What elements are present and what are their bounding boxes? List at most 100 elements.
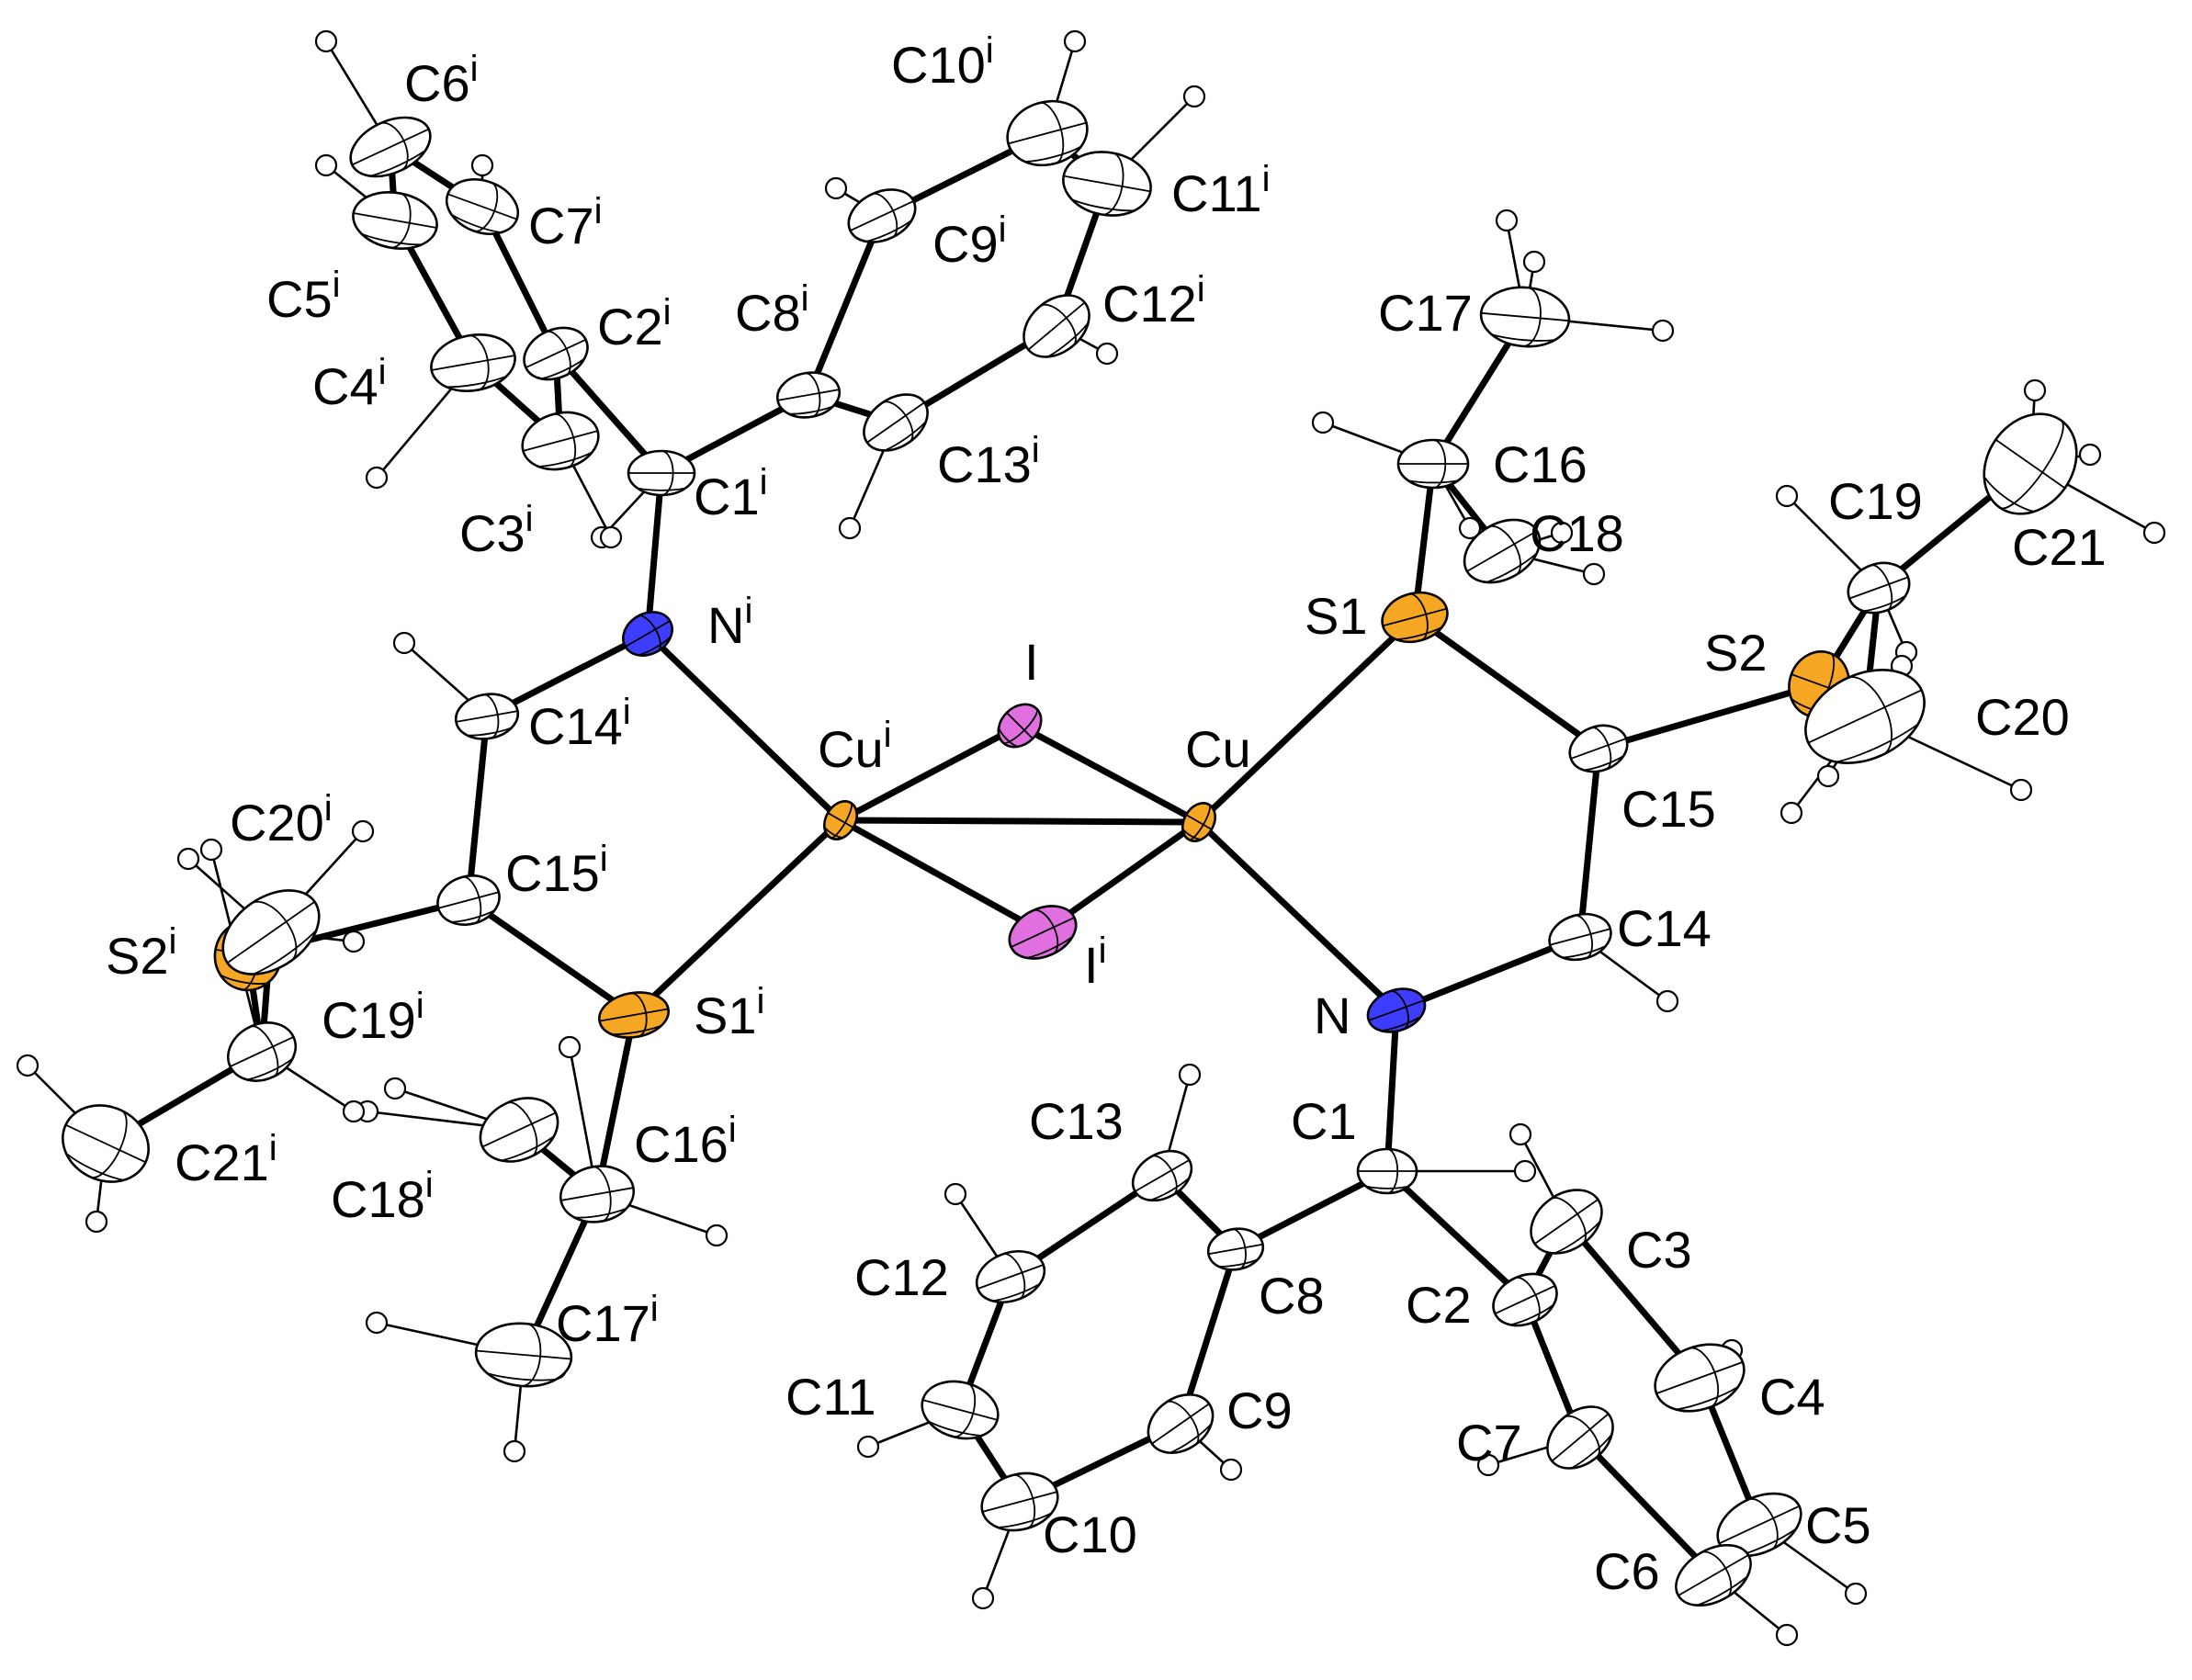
hydrogen-atom xyxy=(314,29,338,53)
principal-axis xyxy=(523,430,598,452)
principal-axis xyxy=(823,827,843,839)
hydrogen-atom xyxy=(971,1586,995,1610)
atom-C14i xyxy=(454,693,520,740)
hydrogen-atom xyxy=(365,1311,389,1335)
bond-S1-C15 xyxy=(1411,614,1602,752)
atom-label-C21: C21 xyxy=(2012,518,2107,576)
atom-C9 xyxy=(1147,1393,1215,1454)
atom-label-text: I xyxy=(1084,936,1099,994)
atom-C10 xyxy=(980,1471,1059,1532)
principal-axis xyxy=(1719,1505,1800,1545)
principal-axis xyxy=(993,1283,1040,1302)
atom-label-C4: C4 xyxy=(1759,1368,1825,1426)
atom-C13 xyxy=(1131,1149,1193,1202)
hydrogen-atom xyxy=(351,819,375,843)
hydrogen-atom xyxy=(392,631,416,655)
atom-label-C1i: C1i xyxy=(694,462,767,525)
principal-axis xyxy=(1570,738,1627,760)
atom-label-superscript: i xyxy=(623,692,631,732)
atom-label-superscript: i xyxy=(169,921,177,962)
atom-label-C8: C8 xyxy=(1259,1267,1325,1325)
principal-axis xyxy=(249,1025,279,1078)
atom-label-C10: C10 xyxy=(1043,1505,1137,1563)
atom-layer xyxy=(62,99,2078,1607)
hydrogen-atom xyxy=(365,466,389,490)
hydrogen-atom xyxy=(1495,209,1519,232)
hydrogen-atom xyxy=(85,1210,108,1234)
principal-axis xyxy=(541,358,585,380)
hydrogen-atom xyxy=(1775,1623,1799,1647)
principal-axis xyxy=(612,1025,661,1036)
atom-label-text: C10 xyxy=(1043,1505,1137,1563)
atom-label-C9: C9 xyxy=(1226,1381,1293,1439)
principal-axis xyxy=(1870,564,1893,612)
atom-label-text: C11 xyxy=(785,1368,876,1426)
bond-Cu-S1 xyxy=(1195,614,1418,826)
hydrogen-atom xyxy=(16,1054,40,1077)
atom-label-text: C4 xyxy=(312,357,379,415)
atom-C9i xyxy=(847,188,917,243)
hydrogen-atom xyxy=(824,176,848,200)
atom-label-superscript: i xyxy=(884,715,892,755)
atom-C20i xyxy=(221,889,321,975)
principal-axis xyxy=(1574,914,1593,960)
principal-axis xyxy=(789,405,833,415)
principal-axis xyxy=(462,875,482,924)
principal-axis xyxy=(1170,1424,1212,1454)
principal-axis xyxy=(1011,917,1075,948)
principal-axis xyxy=(220,975,267,985)
principal-axis xyxy=(1032,908,1059,955)
hydrogen-atom xyxy=(2078,443,2102,467)
atom-label-C6i: C6i xyxy=(404,49,478,112)
principal-axis xyxy=(1151,1403,1210,1445)
bond-Cui-Ni xyxy=(644,630,844,824)
principal-axis xyxy=(1534,1199,1599,1245)
atom-label-text: S2 xyxy=(1704,624,1768,682)
principal-axis xyxy=(998,727,1018,748)
principal-axis xyxy=(1551,1413,1610,1462)
atom-label-text: C12 xyxy=(854,1248,949,1306)
atom-label-C19: C19 xyxy=(1828,472,1923,530)
atom-label-superscript: i xyxy=(729,1110,737,1150)
hydrogen-atom xyxy=(314,153,338,177)
atom-label-C16: C16 xyxy=(1493,435,1588,493)
atom-label-text: C18 xyxy=(1530,504,1624,562)
hydrogen-atom xyxy=(1182,85,1206,108)
atom-label-superscript: i xyxy=(594,191,603,231)
atom-label-C13i: C13i xyxy=(937,430,1040,493)
principal-axis xyxy=(1697,1575,1748,1607)
atom-label-C3i: C3i xyxy=(459,499,533,562)
principal-axis xyxy=(1001,707,1038,744)
atom-label-Ni: Ni xyxy=(707,591,752,654)
atom-label-C18i: C18i xyxy=(331,1165,434,1228)
principal-axis xyxy=(922,1399,998,1421)
principal-axis xyxy=(1584,755,1624,772)
atom-C11i xyxy=(1062,151,1152,217)
atom-C7 xyxy=(1546,1405,1614,1470)
principal-axis xyxy=(351,128,430,166)
atom-label-N: N xyxy=(1314,987,1350,1044)
atom-C6 xyxy=(1675,1543,1752,1607)
atom-C17 xyxy=(1479,286,1571,348)
atom-label-text: C21 xyxy=(2012,518,2107,576)
atom-label-C6: C6 xyxy=(1594,1542,1660,1600)
principal-axis xyxy=(1678,1554,1749,1596)
principal-axis xyxy=(1863,595,1906,613)
atom-label-text: C5 xyxy=(1805,1496,1871,1554)
atom-label-superscript: i xyxy=(470,49,479,89)
atom-C1 xyxy=(1356,1147,1418,1195)
atom-Ni xyxy=(622,611,673,657)
principal-axis xyxy=(230,1036,294,1067)
hydrogen-atom xyxy=(838,516,862,540)
principal-axis xyxy=(1481,311,1569,322)
atom-label-superscript: i xyxy=(999,209,1007,250)
principal-axis xyxy=(953,1382,977,1438)
principal-axis xyxy=(1008,121,1087,145)
hydrogen-atom xyxy=(2142,521,2166,545)
principal-axis xyxy=(482,693,500,739)
atom-label-text: C9 xyxy=(932,215,999,273)
principal-axis xyxy=(1368,999,1425,1021)
principal-axis xyxy=(1492,333,1554,342)
atom-label-C5i: C5i xyxy=(266,265,340,328)
atom-label-superscript: i xyxy=(1197,269,1205,310)
